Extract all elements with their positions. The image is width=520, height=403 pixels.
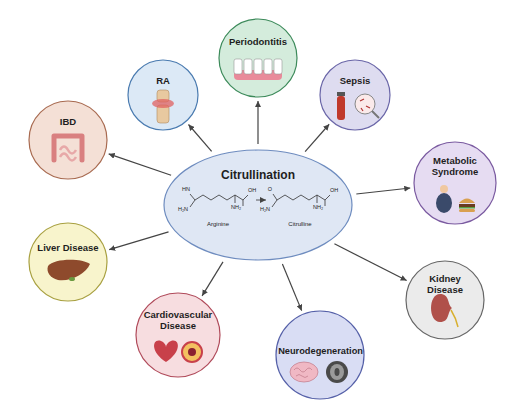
circle-outline <box>29 101 107 179</box>
brain-icon <box>290 361 348 383</box>
reaction-arrow <box>256 200 266 201</box>
text-block: Neurodegeneration <box>278 346 362 357</box>
disease-circle: Sepsis <box>319 59 391 131</box>
circle-outline <box>28 222 108 302</box>
liver-icon <box>47 260 90 281</box>
arrow-connector <box>334 244 406 281</box>
text-block: Periodontitis <box>227 37 290 48</box>
atom-label: H₂N <box>260 207 270 213</box>
circle-outline <box>127 59 199 131</box>
circle-outline <box>319 59 391 131</box>
circle-outline <box>29 223 107 301</box>
text-block: Sepsis <box>327 76 383 87</box>
text-block: RA <box>135 76 191 87</box>
text-block: Metabolic Syndrome <box>421 156 489 178</box>
circle-outline <box>276 311 364 399</box>
disease-circle: Neurodegeneration <box>275 310 365 400</box>
circle-outline <box>128 60 198 130</box>
text-block: Kidney Disease <box>413 274 477 296</box>
center-title: Citrullination <box>186 169 330 183</box>
person-burger-icon <box>436 185 475 213</box>
arrow-connector <box>305 124 329 151</box>
atom-label: H₂N <box>178 207 188 213</box>
disease-title: Neurodegeneration <box>278 346 362 357</box>
kidney-icon <box>431 294 458 327</box>
disease-circle: Metabolic Syndrome <box>413 141 497 225</box>
disease-circle: Liver Disease <box>28 222 108 302</box>
arrow-connector <box>188 125 211 152</box>
arrow-connector <box>109 154 171 175</box>
circle-outline <box>405 260 485 340</box>
circle-outline <box>320 60 390 130</box>
disease-title: Sepsis <box>327 76 383 87</box>
molecule-name: Citrulline <box>288 221 311 227</box>
atom-label: HN <box>182 187 190 193</box>
circle-outline <box>414 142 496 224</box>
arrow-connector <box>109 232 168 250</box>
circle-outline <box>28 100 108 180</box>
ellipse-outline <box>163 149 353 261</box>
disease-circle: Kidney Disease <box>405 260 485 340</box>
atom-label: NH₂ <box>313 205 323 211</box>
text-block: Cardiovascular Disease <box>142 310 214 332</box>
disease-circle: Cardiovascular Disease <box>135 292 221 378</box>
text-block: IBD <box>38 117 98 128</box>
molecule-name: Arginine <box>207 221 229 227</box>
disease-title: IBD <box>38 117 98 128</box>
disease-title: RA <box>135 76 191 87</box>
disease-title: Kidney Disease <box>413 274 477 296</box>
circle-outline <box>219 19 297 97</box>
disease-title: Cardiovascular Disease <box>142 310 214 332</box>
joint-icon <box>152 90 174 123</box>
circle-outline <box>413 141 497 225</box>
text-block: Liver Disease <box>35 243 100 254</box>
atom-label: NH₂ <box>231 205 241 211</box>
atom-label: OH <box>248 188 256 194</box>
arrow-connector <box>257 101 258 144</box>
blood-tube-icon <box>337 92 379 120</box>
ellipse-outline <box>164 150 352 260</box>
disease-title: Periodontitis <box>227 37 290 48</box>
arrow-connector <box>282 264 301 311</box>
disease-title: Metabolic Syndrome <box>421 156 489 178</box>
intestine-icon <box>54 136 82 161</box>
arrow-connector <box>202 262 223 296</box>
atom-label: O <box>268 187 272 193</box>
center-ellipse: Citrullination <box>163 149 353 261</box>
atom-label: OH <box>330 188 338 194</box>
text-block: Citrullination <box>186 169 330 183</box>
disease-circle: Periodontitis <box>218 18 298 98</box>
disease-circle: IBD <box>28 100 108 180</box>
teeth-icon <box>234 59 282 80</box>
circle-outline <box>136 293 220 377</box>
disease-circle: RA <box>127 59 199 131</box>
disease-title: Liver Disease <box>35 243 100 254</box>
circle-outline <box>218 18 298 98</box>
heart-vessel-icon <box>154 341 202 362</box>
arrow-connector <box>356 188 410 194</box>
circle-outline <box>135 292 221 378</box>
circle-outline <box>406 261 484 339</box>
